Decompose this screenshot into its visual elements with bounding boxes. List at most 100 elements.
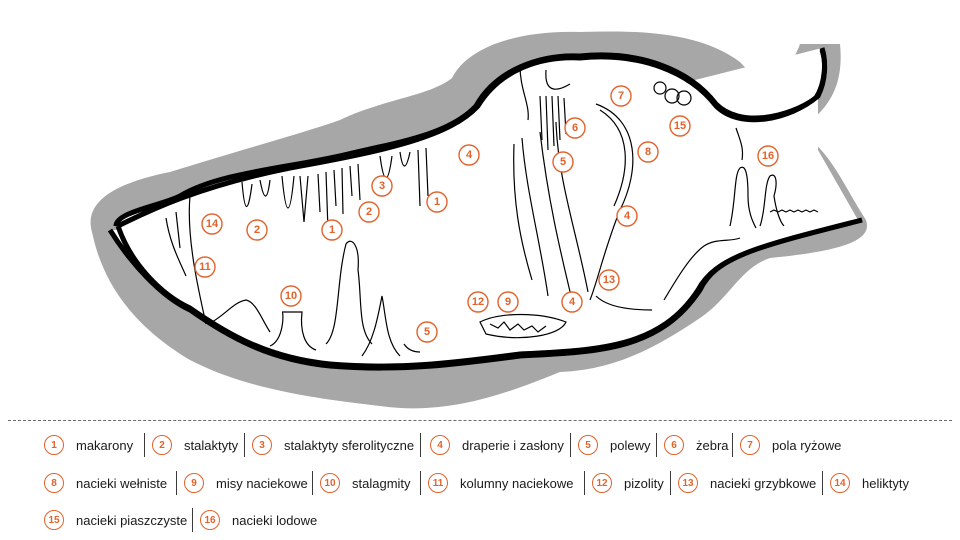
marker-4a: 4 [458,144,480,166]
marker-5a-label: 5 [560,156,566,168]
legend-item-16: 16 nacieki lodowe [200,505,317,535]
legend-item-8: 8 nacieki wełniste [44,468,167,498]
legend-item-13-number: 13 [678,473,698,493]
marker-9-label: 9 [505,296,511,308]
legend-item-2-label: stalaktyty [184,437,239,453]
marker-5b: 5 [416,321,438,343]
legend-separator [176,471,177,495]
legend-separator [584,471,585,495]
marker-2b-label: 2 [254,224,260,236]
marker-8: 8 [637,141,659,163]
legend-item-12: 12 pizolity [592,468,664,498]
legend-separator [670,471,671,495]
legend-item-5: 5 polewy [578,430,650,460]
legend-item-2: 2 stalaktyty [152,430,238,460]
legend-item-5-label: polewy [610,437,651,453]
legend-item-15-label: nacieki piaszczyste [76,512,188,528]
legend-separator [244,433,245,457]
legend-item-10-number: 10 [320,473,340,493]
cave-fill [118,56,858,367]
legend-item-12-label: pizolity [624,475,664,491]
legend-separator [144,433,145,457]
marker-4a-label: 4 [466,149,473,161]
marker-4b-label: 4 [624,210,631,222]
cave-floor-outline [115,217,863,369]
legend-item-7: 7 pola ryżowe [740,430,841,460]
legend-item-1-label: makarony [76,437,134,453]
marker-10: 10 [280,285,302,307]
legend-separator [656,433,657,457]
legend-item-7-number: 7 [740,435,760,455]
legend-item-14-label: heliktyty [862,475,909,491]
marker-4c-label: 4 [569,296,576,308]
legend-item-7-label: pola ryżowe [772,437,842,453]
legend-item-15: 15 nacieki piaszczyste [44,505,187,535]
legend-item-9: 9 misy naciekowe [184,468,308,498]
marker-10-label: 10 [285,290,297,302]
marker-16: 16 [757,145,779,167]
marker-1b-label: 1 [329,224,335,236]
marker-12-label: 12 [472,296,484,308]
marker-4b: 4 [616,205,638,227]
cave-outline [116,49,828,229]
marker-2a-label: 2 [366,206,372,218]
marker-13: 13 [598,269,620,291]
marker-16-label: 16 [762,150,774,162]
cave-cross-section-diagram: 1 1 2 2 3 4 4 4 5 5 6 7 8 9 10 11 12 13 … [90,31,867,409]
legend-item-9-number: 9 [184,473,204,493]
legend-item-4-label: draperie i zasłony [462,437,564,453]
legend-separator [312,471,313,495]
legend-item-16-label: nacieki lodowe [232,512,318,528]
legend-item-3-number: 3 [252,435,272,455]
legend-separator [420,471,421,495]
legend-item-6-number: 6 [664,435,684,455]
marker-6: 6 [564,117,586,139]
legend-item-11-label: kolumny naciekowe [460,475,574,491]
marker-7-label: 7 [618,90,624,102]
legend-separator [570,433,571,457]
legend-item-3: 3 stalaktyty sferolityczne [252,430,414,460]
marker-15: 15 [669,115,691,137]
marker-1b: 1 [321,219,343,241]
legend-item-6-label: żebra [696,437,729,453]
legend-item-15-number: 15 [44,510,64,530]
marker-11: 11 [194,256,216,278]
marker-4c: 4 [561,291,583,313]
legend-item-9-label: misy naciekowe [216,475,308,491]
legend-item-13: 13 nacieki grzybkowe [678,468,816,498]
legend-divider [8,420,952,421]
legend-item-12-number: 12 [592,473,612,493]
legend-item-2-number: 2 [152,435,172,455]
legend-item-16-number: 16 [200,510,220,530]
marker-8-label: 8 [645,146,651,158]
marker-11-label: 11 [199,261,211,273]
legend-item-10: 10 stalagmity [320,468,411,498]
legend-item-3-label: stalaktyty sferolityczne [284,437,415,453]
legend-item-8-number: 8 [44,473,64,493]
legend-item-6: 6 żebra [664,430,729,460]
legend-item-5-number: 5 [578,435,598,455]
legend-separator [192,508,193,532]
marker-6-label: 6 [572,122,578,134]
legend-item-13-label: nacieki grzybkowe [710,475,817,491]
legend-separator [822,471,823,495]
legend-separator [732,433,733,457]
marker-3-label: 3 [379,180,385,192]
legend-item-11: 11 kolumny naciekowe [428,468,573,498]
marker-13-label: 13 [603,274,615,286]
legend-item-8-label: nacieki wełniste [76,475,168,491]
marker-5b-label: 5 [424,326,430,338]
legend-item-14-number: 14 [830,473,850,493]
marker-3: 3 [371,175,393,197]
legend-item-11-number: 11 [428,473,448,493]
marker-14: 14 [201,213,223,235]
formations [165,65,819,357]
legend-item-10-label: stalagmity [352,475,411,491]
marker-7: 7 [610,85,632,107]
marker-2a: 2 [358,201,380,223]
marker-9: 9 [497,291,519,313]
marker-5a: 5 [552,151,574,173]
legend-separator [420,433,421,457]
legend-item-14: 14 heliktyty [830,468,909,498]
